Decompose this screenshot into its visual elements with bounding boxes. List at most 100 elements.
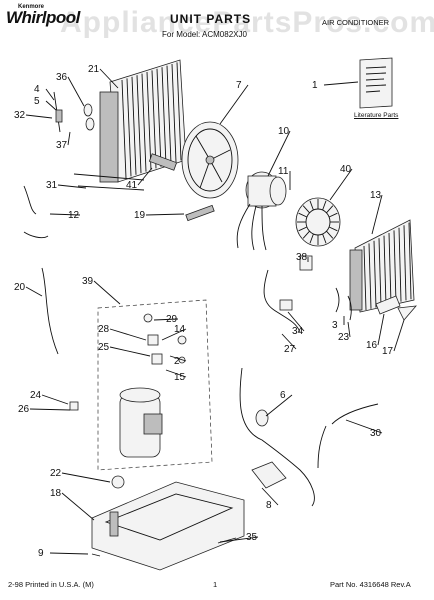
leader-line-4 [45, 88, 55, 101]
watermark-text: AppliancePartsPros.com [60, 6, 434, 39]
literature-booklet-part[interactable] [359, 57, 393, 109]
leader-line-23 [347, 321, 351, 338]
brand-logo: Whirlpool [6, 8, 80, 27]
leader-line-14 [161, 328, 187, 341]
callout-20[interactable]: 20 [14, 282, 26, 293]
model-number: For Model: ACM082XJ0 [162, 30, 247, 39]
callout-9[interactable]: 9 [38, 548, 44, 559]
leader-line-10 [267, 130, 291, 177]
callout-40[interactable]: 40 [340, 164, 352, 175]
leader-line-37 [67, 131, 71, 146]
leader-line-26 [29, 408, 71, 411]
evaporator-coil-part[interactable] [99, 59, 187, 183]
callout-11[interactable]: 11 [278, 166, 289, 177]
blower-wheel-part[interactable] [181, 121, 239, 199]
callout-27[interactable]: 27 [284, 344, 296, 355]
callout-3[interactable]: 3 [332, 320, 338, 331]
leader-line-6 [265, 394, 293, 417]
leader-line-7 [219, 84, 249, 125]
callout-10[interactable]: 10 [278, 126, 290, 137]
compressor-assembly-part[interactable] [97, 299, 213, 471]
leader-line-2 [169, 355, 187, 362]
leader-line-19 [145, 213, 185, 216]
literature-parts-label: Literature Parts [354, 112, 399, 119]
leader-line-36 [67, 76, 85, 107]
leader-line-5 [45, 100, 57, 111]
callout-15[interactable]: 15 [174, 372, 186, 383]
callout-6[interactable]: 6 [280, 390, 286, 401]
leader-line-8 [261, 487, 279, 506]
leader-line-39 [93, 280, 121, 305]
callout-36[interactable]: 36 [56, 72, 68, 83]
callout-8[interactable]: 8 [266, 500, 272, 511]
callout-18[interactable]: 18 [50, 488, 62, 499]
leader-line-17 [393, 319, 405, 352]
callout-41[interactable]: 41 [126, 180, 138, 191]
leader-line-13 [371, 194, 383, 235]
part-number: Part No. 4316648 Rev.A [330, 580, 411, 589]
leader-line-34 [287, 311, 305, 332]
callout-17[interactable]: 17 [382, 346, 394, 357]
leader-line-41 [137, 167, 153, 186]
callout-37[interactable]: 37 [56, 140, 68, 151]
callout-5[interactable]: 5 [34, 96, 40, 107]
leader-line-18 [61, 492, 95, 521]
callout-19[interactable]: 19 [134, 210, 146, 221]
leader-line-32 [25, 114, 53, 119]
callout-23[interactable]: 23 [338, 332, 350, 343]
leader-line-1 [323, 81, 359, 86]
callout-2[interactable]: 2 [174, 356, 180, 367]
leader-line-16 [377, 313, 385, 346]
leader-line-35 [219, 536, 259, 543]
callout-32[interactable]: 32 [14, 110, 26, 121]
callout-34[interactable]: 34 [292, 326, 304, 337]
leader-line-15 [165, 369, 187, 378]
callout-35[interactable]: 35 [246, 532, 258, 543]
callout-28[interactable]: 28 [98, 324, 110, 335]
callout-29[interactable]: 29 [166, 314, 178, 325]
base-pan-part[interactable] [91, 481, 245, 571]
leader-line-31 [57, 184, 87, 189]
print-date: 2-98 Printed in U.S.A. (M) [8, 580, 94, 589]
callout-13[interactable]: 13 [370, 190, 382, 201]
leader-line-28 [109, 328, 147, 341]
callout-39[interactable]: 39 [82, 276, 94, 287]
callout-1[interactable]: 1 [312, 80, 318, 91]
leader-line-40 [329, 168, 353, 201]
page-number: 1 [213, 580, 218, 589]
callout-38[interactable]: 38 [296, 252, 308, 263]
callout-31[interactable]: 31 [46, 180, 58, 191]
leader-line-25 [109, 346, 151, 357]
callout-22[interactable]: 22 [50, 468, 62, 479]
callout-26[interactable]: 26 [18, 404, 30, 415]
hardware-parts[interactable] [23, 91, 417, 557]
leader-line-12 [49, 213, 81, 216]
callout-12[interactable]: 12 [68, 210, 80, 221]
condenser-fan-part[interactable] [295, 197, 341, 247]
brand-small-logo: Kenmore [18, 4, 45, 10]
callout-7[interactable]: 7 [236, 80, 242, 91]
fan-motor-part[interactable] [236, 171, 287, 251]
callout-4[interactable]: 4 [34, 84, 40, 95]
callout-14[interactable]: 14 [174, 324, 186, 335]
callout-24[interactable]: 24 [30, 390, 42, 401]
callout-21[interactable]: 21 [88, 64, 100, 75]
condenser-coil-part[interactable] [349, 219, 415, 313]
callout-25[interactable]: 25 [98, 342, 110, 353]
callout-30[interactable]: 30 [370, 428, 382, 439]
leader-line-24 [41, 394, 69, 405]
callout-numbers: 1234567891011121314151617181920212223242… [14, 64, 405, 559]
product-type: AIR CONDITIONER [322, 18, 390, 27]
leader-line-27 [281, 333, 297, 350]
leader-line-30 [345, 419, 383, 434]
refrigerant-tubing-part[interactable] [239, 367, 379, 507]
callout-16[interactable]: 16 [366, 340, 378, 351]
drain-tray-part[interactable] [251, 461, 287, 489]
page-title: UNIT PARTS [170, 12, 252, 26]
leader-line-21 [99, 68, 119, 89]
leader-line-22 [61, 472, 111, 483]
leader-line-20 [25, 286, 43, 297]
leader-line-29 [153, 318, 179, 321]
